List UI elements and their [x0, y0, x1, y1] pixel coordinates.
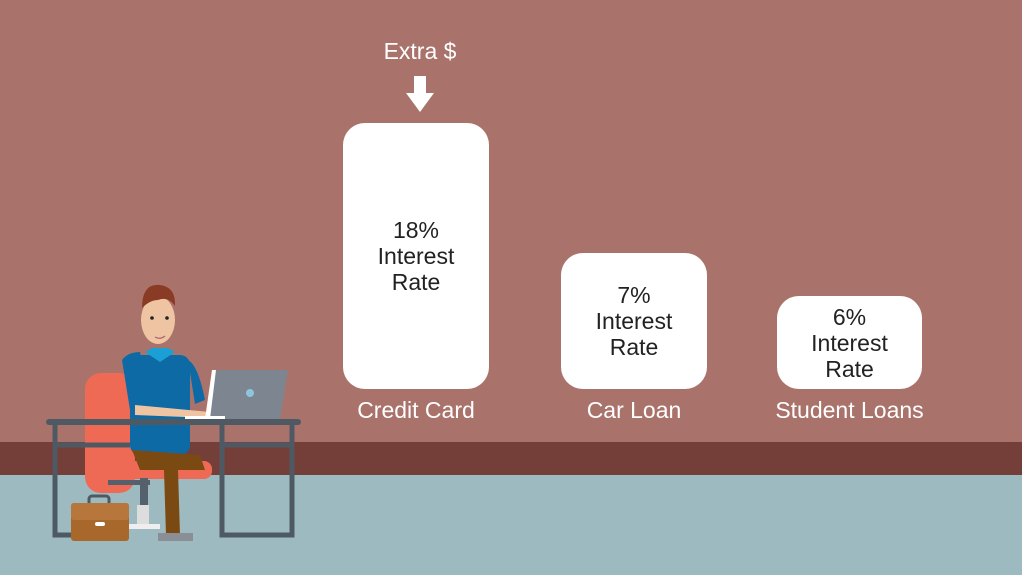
card-rate: 7%: [617, 282, 651, 308]
desk: [46, 419, 301, 538]
card-line1: Interest: [811, 329, 888, 356]
card-line1: Interest: [595, 308, 673, 334]
down-arrow-icon: [406, 76, 434, 112]
card-line2: Rate: [609, 334, 659, 360]
office-chair: [85, 373, 212, 529]
card-line2: Rate: [391, 269, 441, 295]
card-rate: 6%: [832, 303, 867, 330]
card-rate: 18%: [392, 217, 440, 243]
card-line2: Rate: [825, 355, 874, 382]
card-line1: Interest: [377, 243, 455, 269]
debt-category-label: Student Loans: [775, 397, 924, 423]
laptop: [185, 370, 288, 420]
extra-money-label: Extra $: [383, 38, 457, 64]
person: [122, 284, 210, 541]
briefcase: [71, 494, 129, 541]
debt-category-label: Car Loan: [586, 397, 682, 423]
debt-category-label: Credit Card: [357, 397, 475, 423]
